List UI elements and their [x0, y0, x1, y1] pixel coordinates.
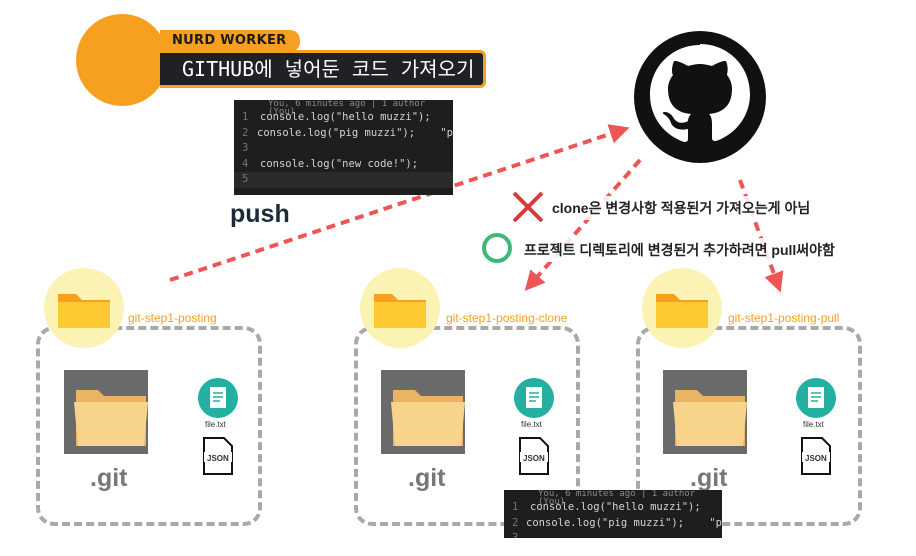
- text-file-icon: [198, 378, 238, 418]
- text-file-icon: [796, 378, 836, 418]
- folder-icon: [56, 286, 112, 334]
- text-file-icon: [514, 378, 554, 418]
- git-label: .git: [90, 464, 128, 492]
- git-label: .git: [408, 464, 446, 492]
- json-label: JSON: [523, 454, 545, 463]
- code-line: 3: [512, 532, 519, 538]
- push-arrow: [169, 124, 630, 282]
- page-title: GITHUB에 넣어둔 코드 가져오기: [160, 50, 486, 88]
- code-meta: You, 6 minutes ago | 1 author (You): [268, 100, 426, 117]
- json-file-icon: [202, 436, 234, 480]
- git-label: .git: [690, 464, 728, 492]
- json-file-icon: [518, 436, 550, 480]
- json-label: JSON: [805, 454, 827, 463]
- cross-icon: [512, 191, 544, 223]
- avatar-ring: [76, 14, 168, 106]
- code-meta: You, 6 minutes ago | 1 author (You): [538, 490, 696, 507]
- badge-label: NURD WORKER: [160, 30, 301, 52]
- code-line: 5: [234, 172, 453, 188]
- json-file-icon: [800, 436, 832, 480]
- file-name: file.txt: [803, 420, 824, 429]
- file-name: file.txt: [205, 420, 226, 429]
- git-folder-icon: [381, 370, 473, 460]
- note-clone: clone은 변경사항 적용된거 가져오는게 아님: [546, 196, 817, 220]
- push-label: push: [230, 200, 290, 228]
- git-folder-icon: [663, 370, 755, 460]
- git-folder-icon: [64, 370, 156, 460]
- note-pull: 프로젝트 디렉토리에 변경된거 추가하려면 pull써야함: [518, 238, 841, 262]
- repo-box: [354, 326, 580, 526]
- json-label: JSON: [207, 454, 229, 463]
- clone-arrow: [524, 158, 642, 292]
- repo-box: [636, 326, 862, 526]
- repo-name: git-step1-posting-clone: [446, 311, 568, 325]
- code-line: 3: [242, 142, 249, 154]
- repo-box: [36, 326, 262, 526]
- file-name: file.txt: [521, 420, 542, 429]
- github-logo-icon: [634, 31, 766, 163]
- folder-icon: [654, 286, 710, 334]
- repo-name: git-step1-posting: [128, 311, 217, 325]
- check-circle-icon: [482, 233, 512, 263]
- repo-name: git-step1-posting-pull: [728, 311, 840, 325]
- folder-icon: [372, 286, 428, 334]
